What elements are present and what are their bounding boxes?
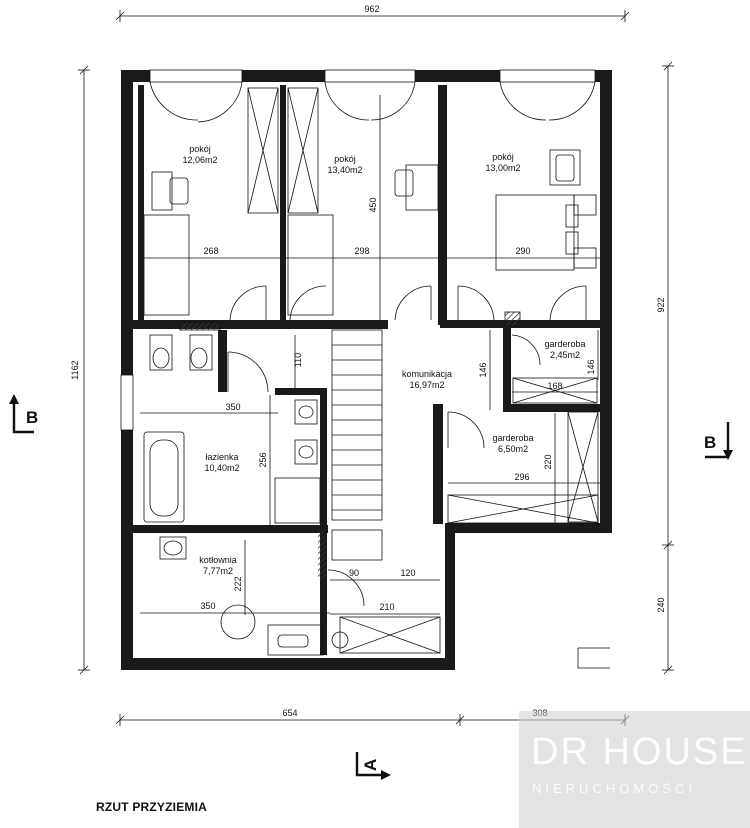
room-area: 2,45m2 xyxy=(550,350,580,360)
dim-label: 450 xyxy=(368,197,378,212)
section-marker-bottom: A xyxy=(355,752,391,780)
hatched-blocks xyxy=(179,311,521,580)
watermark-brand: DR HOUSE xyxy=(531,731,748,773)
room-name: pokój xyxy=(334,154,356,164)
dim-label: 268 xyxy=(203,246,218,256)
room-area: 7,77m2 xyxy=(203,566,233,576)
room-area: 13,00m2 xyxy=(485,163,520,173)
room-area: 13,40m2 xyxy=(327,165,362,175)
wardrobes xyxy=(143,87,599,656)
dim-label: 350 xyxy=(225,402,240,412)
terrace-corner xyxy=(577,648,610,669)
dim-label: 90 xyxy=(349,568,359,578)
dim-label: 146 xyxy=(586,359,596,374)
svg-text:B: B xyxy=(704,433,716,452)
dimension-labels: 962 654 308 1162 922 240 268 298 450 290… xyxy=(70,4,666,718)
dim-label: 1162 xyxy=(70,360,80,379)
dim-label: 922 xyxy=(656,297,666,312)
room-area: 10,40m2 xyxy=(204,463,239,473)
dim-label: 298 xyxy=(354,246,369,256)
door-swings xyxy=(149,81,596,607)
room-labels: pokój 12,06m2 pokój 13,40m2 pokój 13,00m… xyxy=(182,144,585,576)
room-name: garderoba xyxy=(544,339,585,349)
watermark-subtitle: NIERUCHOMOŚCI xyxy=(532,781,696,796)
room-name: pokój xyxy=(492,152,514,162)
room-area: 6,50m2 xyxy=(498,444,528,454)
dim-label: 350 xyxy=(200,601,215,611)
room-name: pokój xyxy=(189,144,211,154)
room-name: garderoba xyxy=(492,433,533,443)
section-marker-right: B xyxy=(704,422,733,460)
room-name: kotłownia xyxy=(199,555,237,565)
dim-label: 256 xyxy=(258,452,268,467)
dim-label: 146 xyxy=(478,362,488,377)
section-marker-left: B xyxy=(9,394,38,434)
dim-label: 220 xyxy=(543,454,553,469)
watermark-logo: DR HOUSE NIERUCHOMOŚCI xyxy=(519,711,750,828)
dim-label: 222 xyxy=(233,576,243,591)
plan-caption: RZUT PRZYZIEMIA xyxy=(96,800,207,814)
room-area: 16,97m2 xyxy=(409,380,444,390)
room-area: 12,06m2 xyxy=(182,155,217,165)
svg-text:B: B xyxy=(26,408,38,427)
dim-label: 962 xyxy=(364,4,379,14)
room-name: komunikacja xyxy=(402,369,452,379)
room-name: łazienka xyxy=(205,452,238,462)
dim-label: 240 xyxy=(656,597,666,612)
dim-label: 654 xyxy=(282,708,297,718)
dim-label: 120 xyxy=(400,568,415,578)
svg-text:A: A xyxy=(361,759,380,771)
dim-label: 290 xyxy=(515,246,530,256)
dim-label: 168 xyxy=(547,381,562,391)
dim-label: 110 xyxy=(293,353,303,367)
dimension-lines xyxy=(78,10,674,726)
dim-label: 296 xyxy=(514,472,529,482)
dim-label: 210 xyxy=(379,602,394,612)
